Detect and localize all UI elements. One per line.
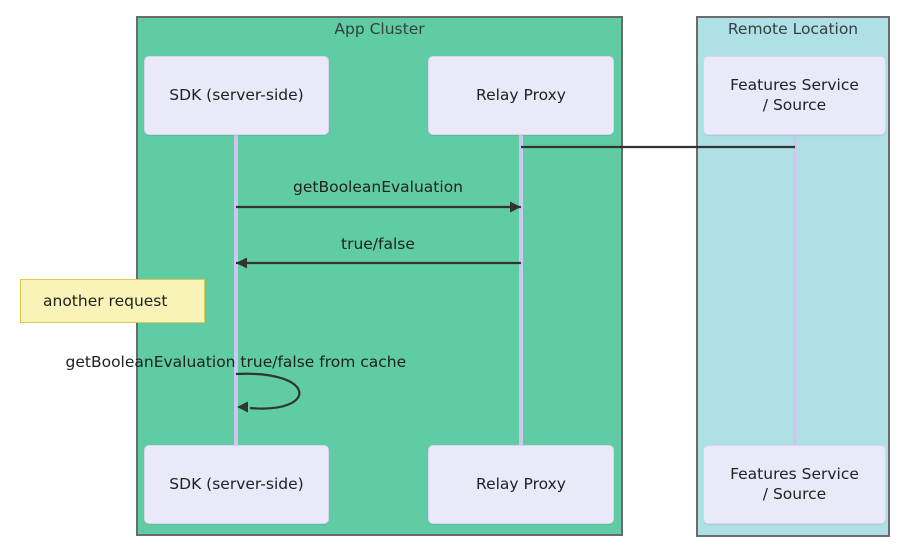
note-another-request: another request bbox=[20, 279, 205, 323]
participant-features-service-top[interactable]: Features Service / Source bbox=[703, 56, 886, 135]
lifeline-features-service bbox=[793, 135, 797, 445]
message-label-self-cache-lookup: getBooleanEvaluation true/false from cac… bbox=[65, 353, 407, 371]
message-label-get-boolean-evaluation: getBooleanEvaluation bbox=[293, 178, 464, 196]
group-remote-location-title: Remote Location bbox=[727, 20, 859, 38]
participant-features-service-bottom[interactable]: Features Service / Source bbox=[703, 445, 886, 524]
participant-relay-proxy-top[interactable]: Relay Proxy bbox=[428, 56, 614, 135]
participant-relay-proxy-bottom[interactable]: Relay Proxy bbox=[428, 445, 614, 524]
note-another-request-text: another request bbox=[43, 292, 168, 310]
participant-sdk-bottom[interactable]: SDK (server-side) bbox=[144, 445, 329, 524]
group-app-cluster-title: App Cluster bbox=[334, 20, 425, 38]
participant-sdk-top[interactable]: SDK (server-side) bbox=[144, 56, 329, 135]
lifeline-sdk bbox=[234, 135, 238, 445]
message-label-true-false: true/false bbox=[341, 235, 415, 253]
lifeline-relay-proxy bbox=[519, 135, 523, 445]
